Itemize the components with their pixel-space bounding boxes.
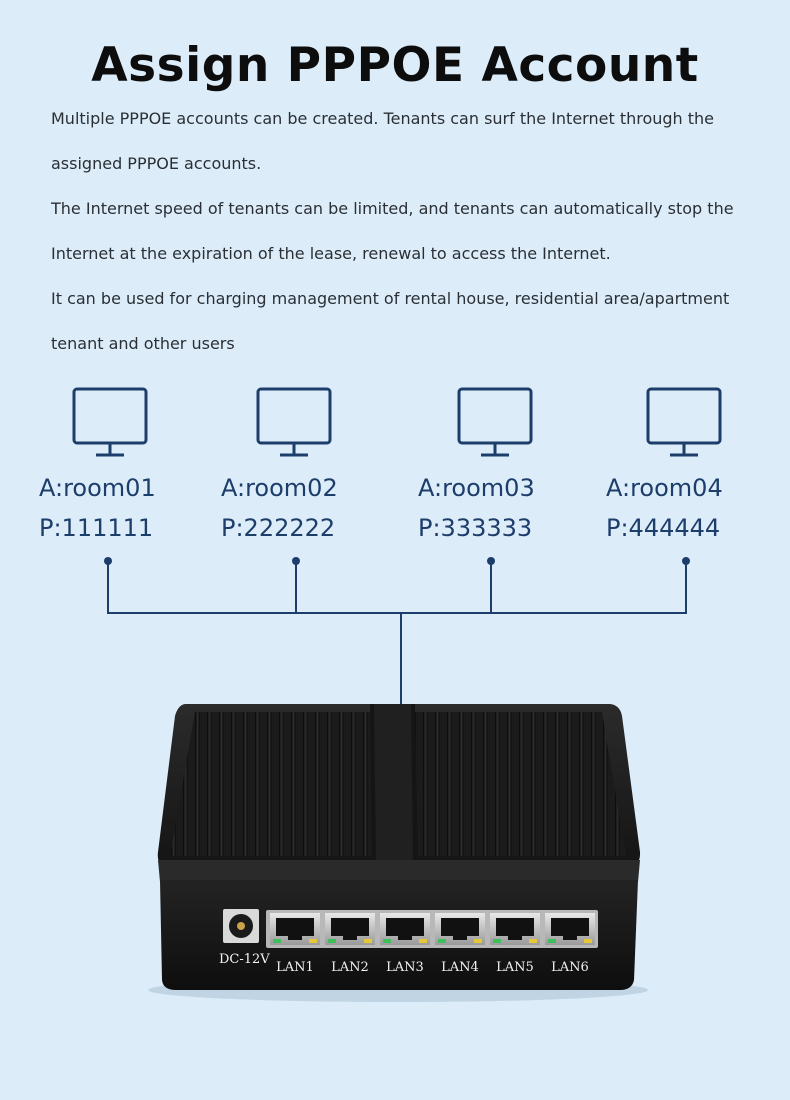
connector-dots [104, 557, 690, 565]
password-label: P:333333 [418, 514, 533, 542]
port-label: LAN1 [276, 960, 314, 975]
account-label: A:room01 [39, 474, 156, 502]
password-label: P:444444 [606, 514, 721, 542]
paragraph-line: Multiple PPPOE accounts can be created. … [51, 109, 715, 128]
port-label: LAN2 [331, 960, 369, 975]
port-label: LAN6 [551, 960, 589, 975]
room-credentials-1: A:room01 P:111111 [39, 468, 156, 548]
room-credentials-4: A:room04 P:444444 [606, 468, 723, 548]
paragraph-3: It can be used for charging management o… [51, 276, 771, 366]
ethernet-port-icon[interactable] [325, 913, 375, 945]
paragraph-line: The Internet speed of tenants can be lim… [51, 199, 734, 218]
paragraph-line: assigned PPPOE accounts. [51, 154, 262, 173]
monitor-icon [646, 387, 722, 457]
account-label: A:room04 [606, 474, 723, 502]
password-label: P:111111 [39, 514, 154, 542]
room-credentials-3: A:room03 P:333333 [418, 468, 535, 548]
ethernet-port-icon[interactable] [545, 913, 595, 945]
paragraph-2: The Internet speed of tenants can be lim… [51, 186, 771, 276]
port-label: LAN5 [496, 960, 534, 975]
paragraph-line: Internet at the expiration of the lease,… [51, 244, 611, 263]
ethernet-port-icon[interactable] [490, 913, 540, 945]
paragraph-line: tenant and other users [51, 334, 235, 353]
port-label: LAN3 [386, 960, 424, 975]
room-credentials-2: A:room02 P:222222 [221, 468, 338, 548]
ethernet-port-icon[interactable] [380, 913, 430, 945]
monitor-icon [72, 387, 148, 457]
network-diagram [72, 387, 722, 706]
paragraph-1: Multiple PPPOE accounts can be created. … [51, 96, 771, 186]
password-label: P:222222 [221, 514, 336, 542]
page-title: Assign PPPOE Account [91, 38, 699, 93]
power-label: DC-12V [219, 952, 270, 967]
account-label: A:room02 [221, 474, 338, 502]
monitor-icon [256, 387, 332, 457]
paragraph-line: It can be used for charging management o… [51, 289, 730, 308]
ethernet-port-icon[interactable] [435, 913, 485, 945]
ethernet-port-icon[interactable] [270, 913, 320, 945]
monitor-icon [457, 387, 533, 457]
port-label: LAN4 [441, 960, 479, 975]
power-jack-icon [223, 909, 259, 943]
connector-lines [107, 561, 687, 706]
account-label: A:room03 [418, 474, 535, 502]
